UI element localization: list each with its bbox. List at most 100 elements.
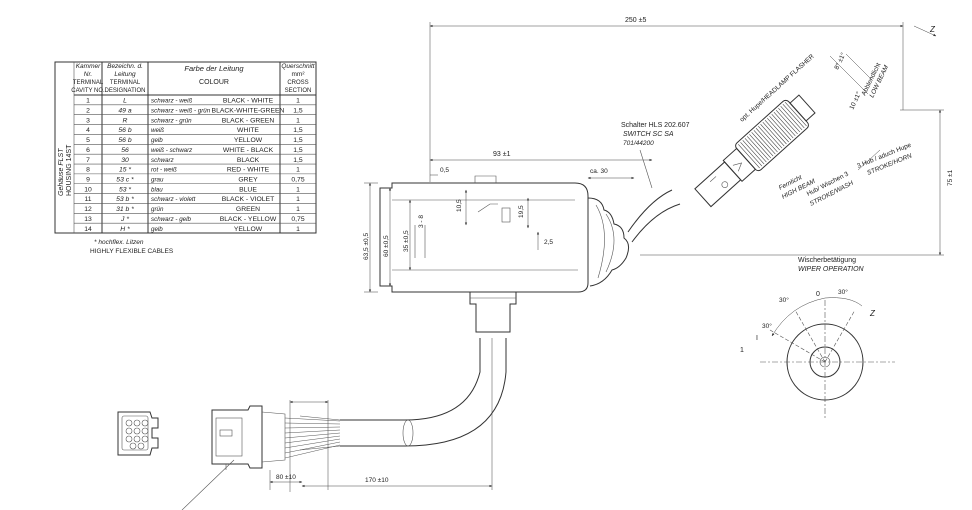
cell-colour-en: RED - WHITE bbox=[227, 167, 270, 174]
dim-3-8: 3 - 8 bbox=[418, 215, 425, 228]
cell-colour-de: schwarz bbox=[151, 157, 175, 164]
wire-strand bbox=[284, 438, 341, 449]
cell-colour-de: schwarz - violett bbox=[151, 196, 196, 203]
annotations: Schalter HLS 202.607 SWITCH SC SA 701/44… bbox=[621, 53, 913, 208]
cell-section: 1 bbox=[296, 117, 300, 124]
cell-colour-en: BLACK - YELLOW bbox=[220, 216, 277, 223]
cell-designation: 30 bbox=[121, 157, 129, 164]
dim-2-5: 2,5 bbox=[544, 239, 553, 246]
knob-grip-line bbox=[738, 144, 760, 169]
knob-grip-line bbox=[749, 134, 772, 159]
connector-pin bbox=[125, 435, 133, 443]
hdr-cavity-1: Kammer bbox=[76, 63, 101, 70]
z-label-side: Z bbox=[869, 309, 876, 318]
cell-cavity: 9 bbox=[86, 177, 90, 184]
hdr-des-4: DESIGNATION bbox=[105, 88, 146, 94]
connector-pin bbox=[125, 427, 133, 435]
cell-cavity: 7 bbox=[86, 157, 90, 164]
cell-cavity: 1 bbox=[86, 98, 90, 105]
hdr-section-1: Querschnitt bbox=[281, 63, 315, 70]
cell-section: 1 bbox=[296, 186, 300, 193]
cell-designation: 53 b * bbox=[116, 196, 134, 203]
cell-colour-en: BLACK - GREEN bbox=[222, 117, 275, 124]
connector-pin bbox=[133, 435, 141, 443]
cell-designation: 53 * bbox=[119, 186, 131, 193]
cell-designation: L bbox=[123, 98, 127, 105]
cell-colour-en: WHITE bbox=[237, 127, 259, 134]
dim-75: 75 ±1 bbox=[947, 169, 954, 186]
knob-grip-line bbox=[784, 101, 807, 127]
wire-strand bbox=[284, 422, 341, 425]
cell-section: 1,5 bbox=[293, 147, 303, 154]
cell-colour-en: BLACK bbox=[237, 157, 260, 164]
hdr-section-2: mm² bbox=[292, 71, 306, 78]
cell-designation: J * bbox=[120, 216, 129, 223]
knob-grip-line bbox=[742, 140, 765, 165]
cell-cavity: 11 bbox=[84, 196, 91, 203]
cell-cavity: 13 bbox=[84, 216, 92, 223]
cell-designation: 56 b bbox=[118, 127, 131, 134]
switch-number: 701/44200 bbox=[623, 140, 654, 147]
knob-grip-line bbox=[780, 105, 803, 131]
knob-grip-line bbox=[771, 114, 794, 139]
cell-section: 1,5 bbox=[293, 137, 303, 144]
wire-strand bbox=[284, 429, 341, 434]
wire-strand bbox=[284, 435, 341, 444]
housing-label-en: HOUSING 14ST bbox=[66, 144, 73, 196]
connector-pin bbox=[137, 442, 145, 450]
wire-strand bbox=[284, 417, 341, 422]
hdr-colour-en: COLOUR bbox=[199, 79, 229, 86]
cell-colour-de: rot - weiß bbox=[151, 167, 177, 174]
connector-pin bbox=[125, 419, 133, 427]
cell-cavity: 14 bbox=[84, 226, 92, 233]
hdr-cavity-4: CAVITY NO. bbox=[71, 88, 105, 94]
knob-grip-line bbox=[775, 109, 798, 135]
cell-section: 1 bbox=[296, 206, 300, 213]
wire-strand bbox=[284, 432, 341, 439]
knob-grip-line bbox=[755, 128, 778, 153]
wire-table: Kammer Nr. TERMINAL CAVITY NO. Bezeichn.… bbox=[54, 61, 317, 255]
connector-pin bbox=[129, 442, 137, 450]
cell-section: 1 bbox=[296, 167, 300, 174]
cell-cavity: 10 bbox=[84, 186, 92, 193]
dim-10-5: 10,5 bbox=[456, 199, 463, 212]
knob-grip-line bbox=[762, 122, 785, 147]
cell-colour-en: YELLOW bbox=[234, 226, 263, 233]
cable bbox=[299, 338, 507, 451]
wire-strand bbox=[284, 426, 341, 429]
dim-overall: 250 ±5 bbox=[625, 17, 646, 24]
knob-grip-line bbox=[758, 126, 780, 151]
hdr-des-2: Leitung bbox=[114, 71, 136, 78]
connector-pin bbox=[133, 419, 141, 427]
connector-pin bbox=[133, 427, 141, 435]
housing-label-de: Gehäuse FLST bbox=[58, 148, 65, 196]
cell-section: 1 bbox=[296, 196, 300, 203]
cell-designation: H * bbox=[120, 226, 130, 233]
knob-grip-line bbox=[782, 103, 805, 129]
hdr-des-1: Bezeichn. d. bbox=[107, 63, 143, 70]
wiper-pos-I: I bbox=[756, 335, 758, 342]
cell-designation: 56 b bbox=[118, 137, 131, 144]
knob-grip-line bbox=[778, 107, 801, 133]
cell-designation: 31 b * bbox=[116, 206, 134, 213]
cell-colour-de: gelb bbox=[151, 226, 163, 233]
cell-section: 1 bbox=[296, 98, 300, 105]
flasher-label: opt. Hupe/HEADLAMP FLASHER bbox=[739, 53, 816, 124]
hdr-colour-de: Farbe der Leitung bbox=[184, 64, 244, 73]
cell-colour-de: schwarz - grün bbox=[151, 117, 192, 124]
wiper-pos-0: 0 bbox=[816, 291, 820, 298]
cell-colour-en: BLUE bbox=[239, 186, 257, 193]
cell-section: 1 bbox=[296, 226, 300, 233]
hdr-section-4: SECTION bbox=[285, 88, 312, 94]
knob-grip-line bbox=[773, 111, 796, 137]
cell-colour-de: gelb bbox=[151, 137, 163, 144]
dim-60: 60 ±0,5 bbox=[383, 235, 390, 257]
wiper-angle-2: 30° bbox=[838, 288, 848, 296]
cell-designation: 15 * bbox=[119, 167, 131, 174]
cell-cavity: 2 bbox=[86, 108, 90, 115]
footnote-de: * hochflex. Litzen bbox=[94, 239, 144, 246]
dim-93: 93 ±1 bbox=[493, 151, 511, 158]
wiper-pos-1: 1 bbox=[740, 347, 744, 354]
cell-colour-de: schwarz - gelb bbox=[151, 216, 191, 223]
cell-colour-en: GREEN bbox=[236, 206, 260, 213]
